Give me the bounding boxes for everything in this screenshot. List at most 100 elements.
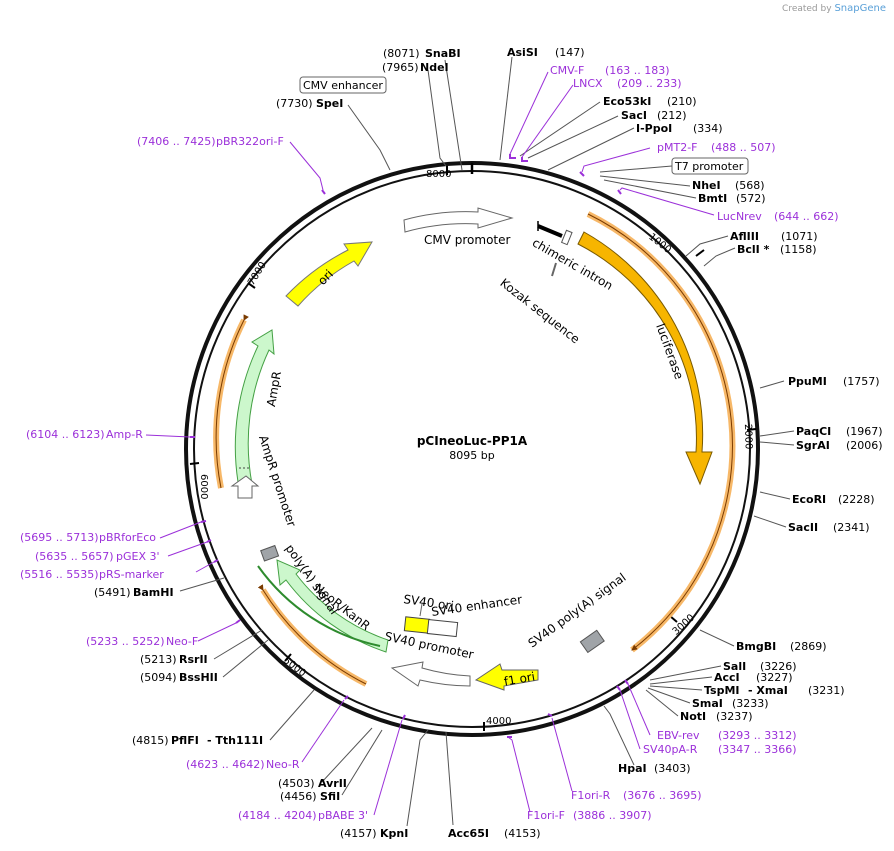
primer-mark-ebv-rev — [624, 679, 629, 685]
site-afliii: AflIII — [730, 230, 759, 243]
sv40-promoter-feature — [390, 661, 471, 687]
sv40-polya-feature — [579, 629, 605, 654]
site-leaders — [179, 56, 795, 827]
ampr-label: AmpR — [264, 370, 284, 408]
site-pos-saci: (212) — [657, 109, 687, 122]
site-pos-bmgbi: (2869) — [790, 640, 827, 653]
primer-pbr322ori-f: pBR322ori-F — [216, 135, 284, 148]
orf-arc-neor-line — [257, 584, 367, 685]
ori-feature — [285, 241, 373, 307]
ampr-feature — [234, 329, 275, 485]
primer-mark-neo-r — [344, 695, 349, 700]
primer-mark-f1ori-r — [547, 713, 553, 717]
primer-leaders — [145, 71, 715, 816]
primer-pbrforeco: pBRforEco — [99, 531, 156, 544]
polya-feature — [260, 544, 280, 562]
site-bmgbi: BmgBI — [736, 640, 776, 653]
primer-range-f1ori-f: (3886 .. 3907) — [573, 809, 652, 822]
site-pos-sfii: (4456) — [280, 790, 317, 803]
primer-lucnrev: LucNrev — [717, 210, 762, 223]
tick-label-4000: 4000 — [486, 716, 511, 727]
tick-marks — [189, 163, 757, 731]
site-pos-i-ppoi: (334) — [693, 122, 723, 135]
primer-range-pgex: (5635 .. 5657) — [35, 550, 114, 563]
primer-range-neo-r: (4623 .. 4642) — [186, 758, 265, 771]
site-pos-asisi: (147) — [555, 46, 585, 59]
site-pos-spei: (7730) — [276, 97, 313, 110]
site-ppumi: PpuMI — [788, 375, 827, 388]
sv40-ori-leader — [419, 603, 423, 617]
snapgene-logo: SnapGene — [834, 3, 886, 14]
primer-range-pbabe: (4184 .. 4204) — [238, 809, 317, 822]
site-sgrai: SgrAI — [796, 439, 830, 452]
credit-text: Created by — [782, 4, 832, 14]
site-nhei: NheI — [692, 179, 721, 192]
primer-pmt2-f: pMT2-F — [657, 141, 698, 154]
site-pos-noti: (3237) — [716, 710, 753, 723]
site-ndei: NdeI — [420, 61, 449, 74]
site-hpai: HpaI — [618, 762, 647, 775]
site-bamhi: BamHI — [133, 586, 174, 599]
t7-leader — [599, 165, 673, 173]
chimeric-intron-bar — [537, 224, 563, 238]
site-pos-ppumi: (1757) — [843, 375, 880, 388]
site-pos-snabi: (8071) — [383, 47, 420, 60]
primer-range-pmt2-f: (488 .. 507) — [711, 141, 776, 154]
f1-ori-feature — [474, 663, 539, 691]
primer-range-lncx: (209 .. 233) — [617, 77, 682, 90]
site-sali: SalI — [723, 660, 746, 673]
site-noti: NotI — [680, 710, 706, 723]
site-tth111i: - Tth111I — [207, 734, 263, 747]
site-pos-hpai: (3403) — [654, 762, 691, 775]
primer-ebv-rev: EBV-rev — [657, 729, 700, 742]
cmv-enhancer-box — [299, 76, 387, 94]
site-pos-bamhi: (5491) — [94, 586, 131, 599]
site-ecori: EcoRI — [792, 493, 826, 506]
tick-7000 — [247, 282, 256, 289]
primer-mark-pgex — [206, 539, 212, 543]
tick-label-6000: 6000 — [198, 474, 209, 499]
t7-promoter-label: T7 promoter — [674, 160, 744, 173]
site-pos-afliii: (1071) — [781, 230, 818, 243]
tick-2000 — [746, 428, 757, 431]
site-acci: AccI — [714, 671, 740, 684]
site-asisi: AsiSI — [507, 46, 538, 59]
site-pos-sali: (3226) — [760, 660, 797, 673]
site-pos-nhei: (568) — [735, 179, 765, 192]
tick-label-8000: 8000 — [426, 169, 451, 180]
cmv-promoter-label: CMV promoter — [424, 233, 511, 247]
sv40-enhancer-label: SV40 enhancer — [430, 592, 523, 619]
site-eco53ki: Eco53kI — [603, 95, 651, 108]
tick-5000 — [284, 653, 292, 662]
ampr-promoter-feature — [230, 475, 260, 499]
plasmid-name: pCIneoLuc-PP1A — [417, 434, 528, 448]
primer-f1ori-f: F1ori-F — [527, 809, 565, 822]
snapgene-credit: Created by SnapGene — [782, 3, 886, 14]
site-pos-sgrai: (2006) — [846, 439, 883, 452]
site-pos-kpni: (4157) — [340, 827, 377, 840]
cmv-enhancer-label: CMV enhancer — [303, 79, 383, 92]
site-rsrii: RsrII — [179, 653, 208, 666]
neor-feature — [276, 559, 389, 653]
site-acc65i: Acc65I — [448, 827, 489, 840]
primer-amp-r: Amp-R — [106, 428, 143, 441]
primer-mark-pmt2-f — [579, 171, 585, 177]
site-pflfi: PflFI — [171, 734, 199, 747]
site-kpni: KpnI — [380, 827, 408, 840]
sv40-ori-label: SV40 ori — [403, 592, 455, 613]
primer-marks — [190, 154, 629, 738]
site-sacii: SacII — [788, 521, 818, 534]
sv40-ori-feature — [403, 616, 431, 634]
site-pos-avrii: (4503) — [278, 777, 315, 790]
primer-mark-lncx — [521, 157, 528, 162]
site-pos-ecori: (2228) — [838, 493, 875, 506]
luciferase-feature — [577, 231, 713, 486]
plasmid-size: 8095 bp — [449, 449, 494, 462]
site-pos-bsshii: (5094) — [140, 671, 177, 684]
primer-pgex: pGEX 3' — [116, 550, 160, 563]
ampr-promoter-label: AmpR promoter — [256, 433, 299, 528]
site-avrii: AvrII — [318, 777, 347, 790]
site-pos-paqci: (1967) — [846, 425, 883, 438]
primer-f1ori-r: F1ori-R — [571, 789, 611, 802]
